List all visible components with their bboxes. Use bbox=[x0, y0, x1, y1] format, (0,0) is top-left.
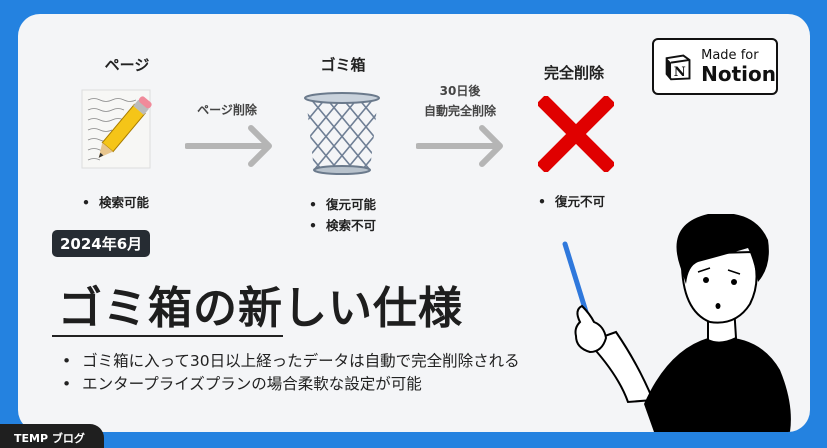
bullet-item: エンタープライズプランの場合柔軟な設定が可能 bbox=[62, 373, 520, 396]
badge-notion: Notion bbox=[701, 62, 776, 86]
divider bbox=[52, 335, 283, 337]
badge-made-for: Made for bbox=[701, 48, 759, 63]
stage-delete-title: 完全削除 bbox=[543, 64, 604, 82]
stage-trash-title: ゴミ箱 bbox=[320, 56, 366, 74]
page-title: ゴミ箱の新しい仕様 bbox=[58, 283, 463, 334]
bullet-item: 復元可能 bbox=[309, 194, 376, 215]
stage-page-title: ページ bbox=[104, 56, 150, 74]
made-for-notion-badge: N Made for Notion bbox=[652, 38, 778, 95]
arrow-2-label-line1: 30日後 bbox=[439, 84, 481, 98]
bullet-item: ゴミ箱に入って30日以上経ったデータは自動で完全削除される bbox=[62, 350, 519, 373]
stage-delete-bullets: 復元不可 bbox=[538, 191, 605, 212]
bullet-item: 復元不可 bbox=[538, 191, 605, 212]
memo-pencil-icon bbox=[80, 88, 152, 170]
summary-bullets: ゴミ箱に入って30日以上経ったデータは自動で完全削除される エンタープライズプラ… bbox=[62, 350, 520, 396]
footer-brand-tab: TEMP ブログ bbox=[0, 424, 104, 448]
bullet-item: 検索可能 bbox=[82, 192, 149, 213]
date-badge: 2024年6月 bbox=[52, 230, 151, 257]
stage-page-bullets: 検索可能 bbox=[82, 192, 149, 213]
notion-logo-icon: N bbox=[665, 54, 691, 80]
slide-card: ページ 検索可能 ページ削除 bbox=[18, 14, 810, 432]
bullet-item: 検索不可 bbox=[309, 215, 376, 236]
right-arrow-icon bbox=[185, 125, 272, 167]
svg-text:N: N bbox=[674, 64, 686, 79]
presenter-illustration bbox=[562, 214, 791, 432]
arrow-2-label-line2: 自動完全削除 bbox=[423, 104, 496, 118]
arrow-1-label: ページ削除 bbox=[197, 103, 257, 117]
stage-trash-bullets: 復元可能 検索不可 bbox=[309, 194, 376, 236]
wastebasket-icon bbox=[302, 90, 382, 176]
right-arrow-icon bbox=[416, 125, 503, 167]
red-cross-icon bbox=[538, 96, 614, 172]
